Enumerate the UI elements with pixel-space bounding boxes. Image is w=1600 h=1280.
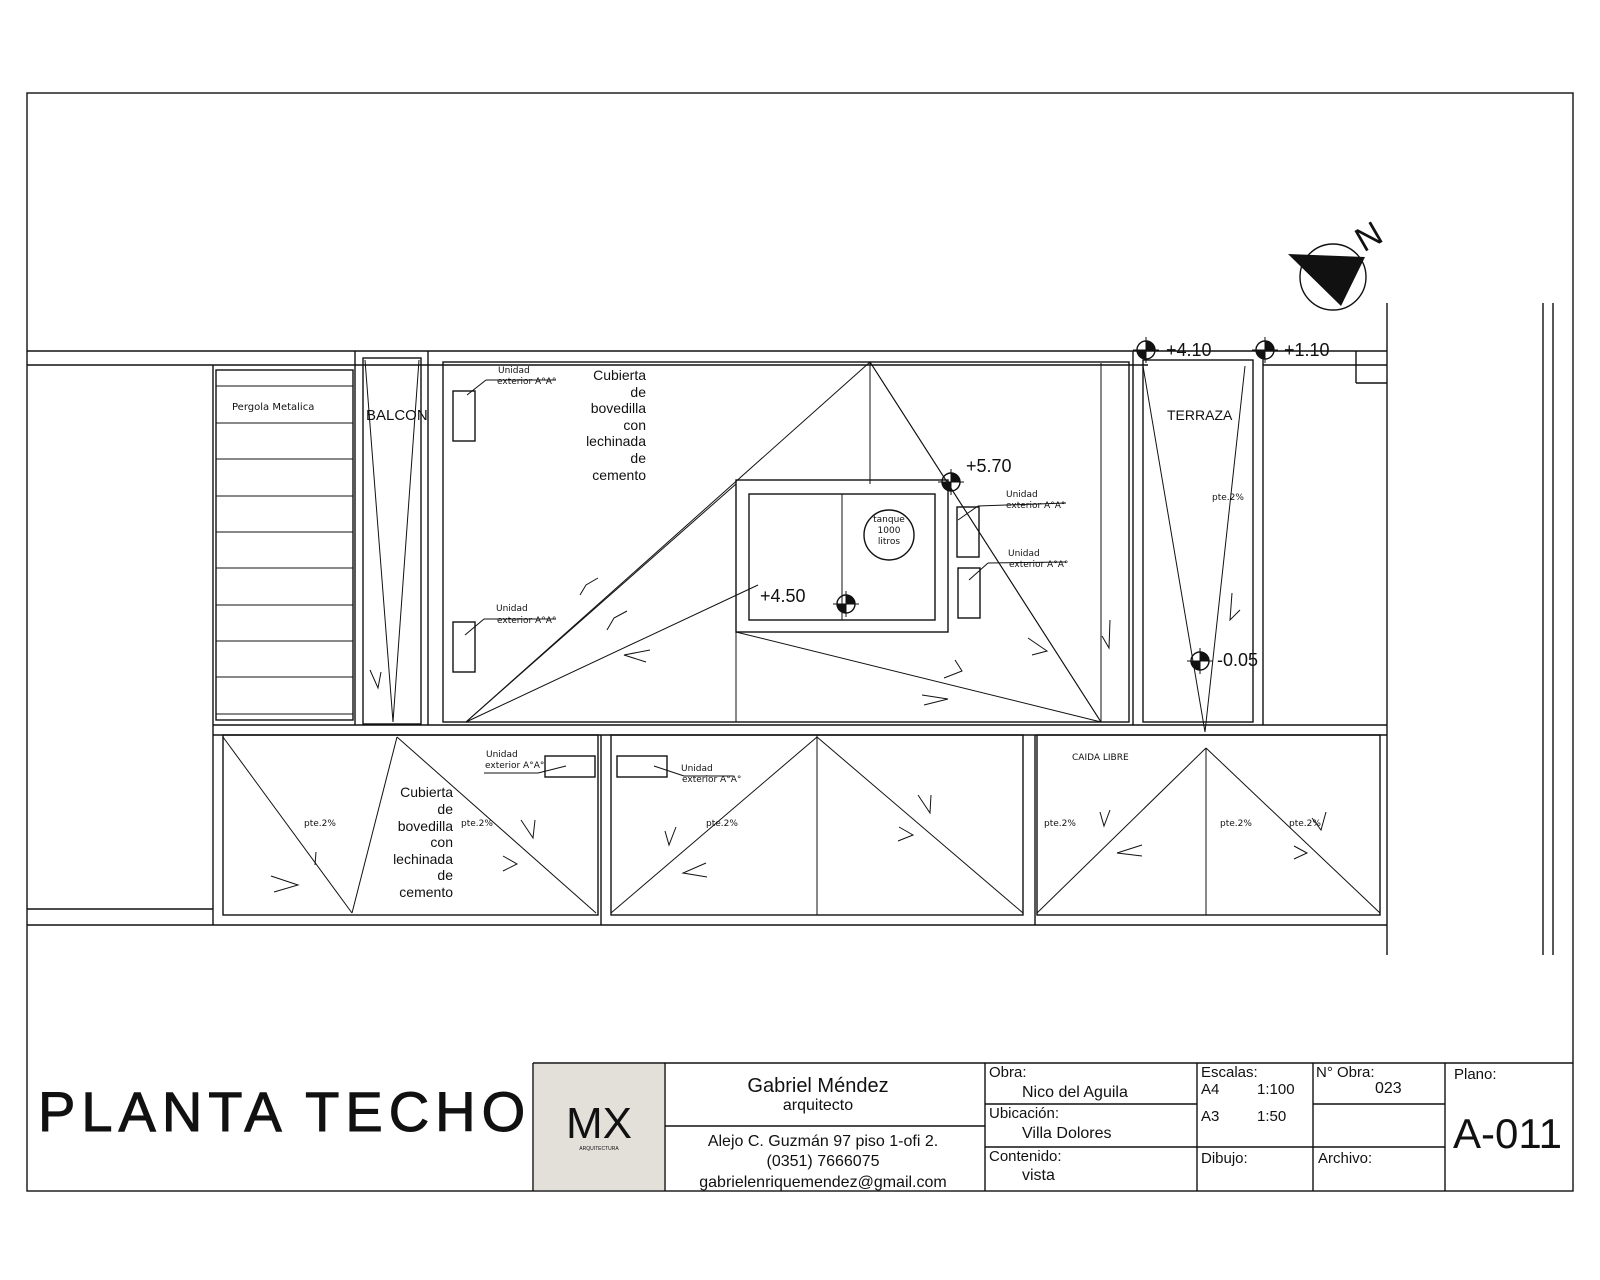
escala-a4-scale: 1:100: [1257, 1081, 1295, 1098]
obra-value: Nico del Aguila: [1022, 1084, 1128, 1101]
escala-a3-format: A3: [1201, 1108, 1219, 1125]
svg-text:Unidad: Unidad: [496, 604, 528, 614]
level-marker-4.50: +4.50: [760, 586, 859, 617]
level-marker-5.70: +5.70: [938, 456, 1012, 495]
cubierta-note-top: Cubierta de bovedilla con lechinada de c…: [586, 367, 646, 483]
svg-text:bovedilla: bovedilla: [591, 400, 646, 416]
svg-text:pte.2%: pte.2%: [304, 819, 336, 829]
level-marker-minus-0.05: -0.05: [1187, 648, 1258, 674]
contenido-label: Contenido:: [989, 1148, 1062, 1165]
svg-text:lechinada: lechinada: [586, 433, 646, 449]
svg-text:Unidad: Unidad: [1008, 549, 1040, 559]
svg-text:de: de: [630, 450, 646, 466]
escalas-label: Escalas:: [1201, 1064, 1258, 1081]
svg-text:de: de: [437, 801, 453, 817]
svg-text:bovedilla: bovedilla: [398, 818, 453, 834]
lower-roof-1: pte.2% pte.2% Cubierta de bovedilla con …: [222, 734, 602, 925]
svg-text:con: con: [623, 417, 646, 433]
svg-text:de: de: [630, 384, 646, 400]
svg-text:Cubierta: Cubierta: [400, 784, 453, 800]
tanque-line-3: litros: [878, 537, 901, 547]
cubierta-note-bottom: Cubierta de bovedilla con lechinada de c…: [393, 784, 453, 900]
svg-text:pte.2%: pte.2%: [461, 819, 493, 829]
lower-roof-2: pte.2% Unidad exterior A°A°: [610, 734, 1036, 925]
ubicacion-value: Villa Dolores: [1022, 1125, 1112, 1142]
nobra-value: 023: [1375, 1080, 1402, 1097]
svg-text:exterior A°A°: exterior A°A°: [497, 616, 556, 626]
architect-name: Gabriel Méndez: [747, 1075, 888, 1097]
terraza-label: TERRAZA: [1167, 407, 1233, 423]
svg-text:+5.70: +5.70: [966, 456, 1012, 476]
svg-text:Unidad: Unidad: [486, 750, 518, 760]
pergola-label: Pergola Metalica: [232, 402, 314, 413]
svg-text:Unidad: Unidad: [498, 366, 530, 376]
main-roof: tanque 1000 litros Cubierta de bovedilla…: [442, 361, 1130, 723]
tanque-line-2: 1000: [878, 526, 901, 536]
sheet-border: [26, 92, 1574, 1192]
svg-text:cemento: cemento: [592, 467, 646, 483]
ubicacion-label: Ubicación:: [989, 1105, 1059, 1122]
svg-text:Cubierta: Cubierta: [593, 367, 646, 383]
svg-text:exterior A°A°: exterior A°A°: [682, 775, 741, 785]
ac-unit-3: Unidad exterior A°A°: [956, 490, 1067, 558]
ac-unit-6: Unidad exterior A°A°: [616, 755, 741, 785]
balcon: BALCON: [354, 351, 429, 725]
dibujo-label: Dibujo:: [1201, 1150, 1248, 1167]
architect-email: gabrielenriquemendez@gmail.com: [699, 1174, 946, 1191]
caida-libre-label: CAIDA LIBRE: [1072, 753, 1129, 763]
balcon-label: BALCON: [366, 407, 428, 424]
logo-mark: MX: [566, 1099, 632, 1148]
svg-text:-0.05: -0.05: [1217, 650, 1258, 670]
title-block: MX ARQUITECTURA Gabriel Méndez arquitect…: [532, 1062, 1573, 1191]
ac-unit-4: Unidad exterior A°A°: [957, 549, 1068, 619]
svg-text:exterior A°A°: exterior A°A°: [1009, 560, 1068, 570]
svg-text:Unidad: Unidad: [1006, 490, 1038, 500]
terraza-slope: pte.2%: [1212, 493, 1244, 503]
svg-text:+4.10: +4.10: [1166, 340, 1212, 360]
architect-address: Alejo C. Guzmán 97 piso 1-ofi 2.: [708, 1133, 938, 1150]
svg-text:pte.2%: pte.2%: [1044, 819, 1076, 829]
nobra-label: N° Obra:: [1316, 1064, 1375, 1081]
terraza: TERRAZA pte.2%: [1132, 351, 1264, 733]
level-marker-1.10: +1.10: [1252, 337, 1330, 363]
pergola: Pergola Metalica: [215, 369, 354, 721]
svg-text:con: con: [430, 834, 453, 850]
architect-role: arquitecto: [783, 1097, 853, 1114]
ac-unit-1: Unidad exterior A°A°: [452, 366, 556, 442]
ac-unit-5: Unidad exterior A°A°: [484, 750, 596, 778]
plano-value: A-011: [1453, 1110, 1562, 1157]
obra-label: Obra:: [989, 1064, 1027, 1081]
architect-phone: (0351) 7666075: [767, 1153, 880, 1170]
svg-text:+4.50: +4.50: [760, 586, 806, 606]
svg-text:pte.2%: pte.2%: [706, 819, 738, 829]
svg-text:exterior A°A°: exterior A°A°: [1006, 501, 1065, 511]
escala-a3-scale: 1:50: [1257, 1108, 1286, 1125]
drawing-title: PLANTA TECHO: [38, 1080, 531, 1143]
svg-text:pte.2%: pte.2%: [1220, 819, 1252, 829]
plan-outline: [27, 303, 1554, 955]
svg-text:exterior A°A°: exterior A°A°: [497, 377, 556, 387]
north-arrow: N: [1288, 214, 1389, 311]
svg-text:+1.10: +1.10: [1284, 340, 1330, 360]
archivo-label: Archivo:: [1318, 1150, 1372, 1167]
ac-unit-2: Unidad exterior A°A°: [452, 604, 556, 673]
svg-text:cemento: cemento: [399, 884, 453, 900]
svg-text:exterior A°A°: exterior A°A°: [485, 761, 544, 771]
plano-label: Plano:: [1454, 1066, 1497, 1083]
tanque-line-1: tanque: [873, 515, 905, 525]
level-marker-4.10: +4.10: [1133, 337, 1212, 363]
lower-roof-3: CAIDA LIBRE pte.2% pte.2% pte.2%: [1036, 734, 1381, 916]
svg-text:pte.2%: pte.2%: [1289, 819, 1321, 829]
logo-sub: ARQUITECTURA: [579, 1146, 619, 1152]
svg-text:lechinada: lechinada: [393, 851, 453, 867]
logo-box: [534, 1064, 664, 1190]
contenido-value: vista: [1022, 1167, 1055, 1184]
svg-text:Unidad: Unidad: [681, 764, 713, 774]
svg-text:de: de: [437, 867, 453, 883]
escala-a4-format: A4: [1201, 1081, 1219, 1098]
